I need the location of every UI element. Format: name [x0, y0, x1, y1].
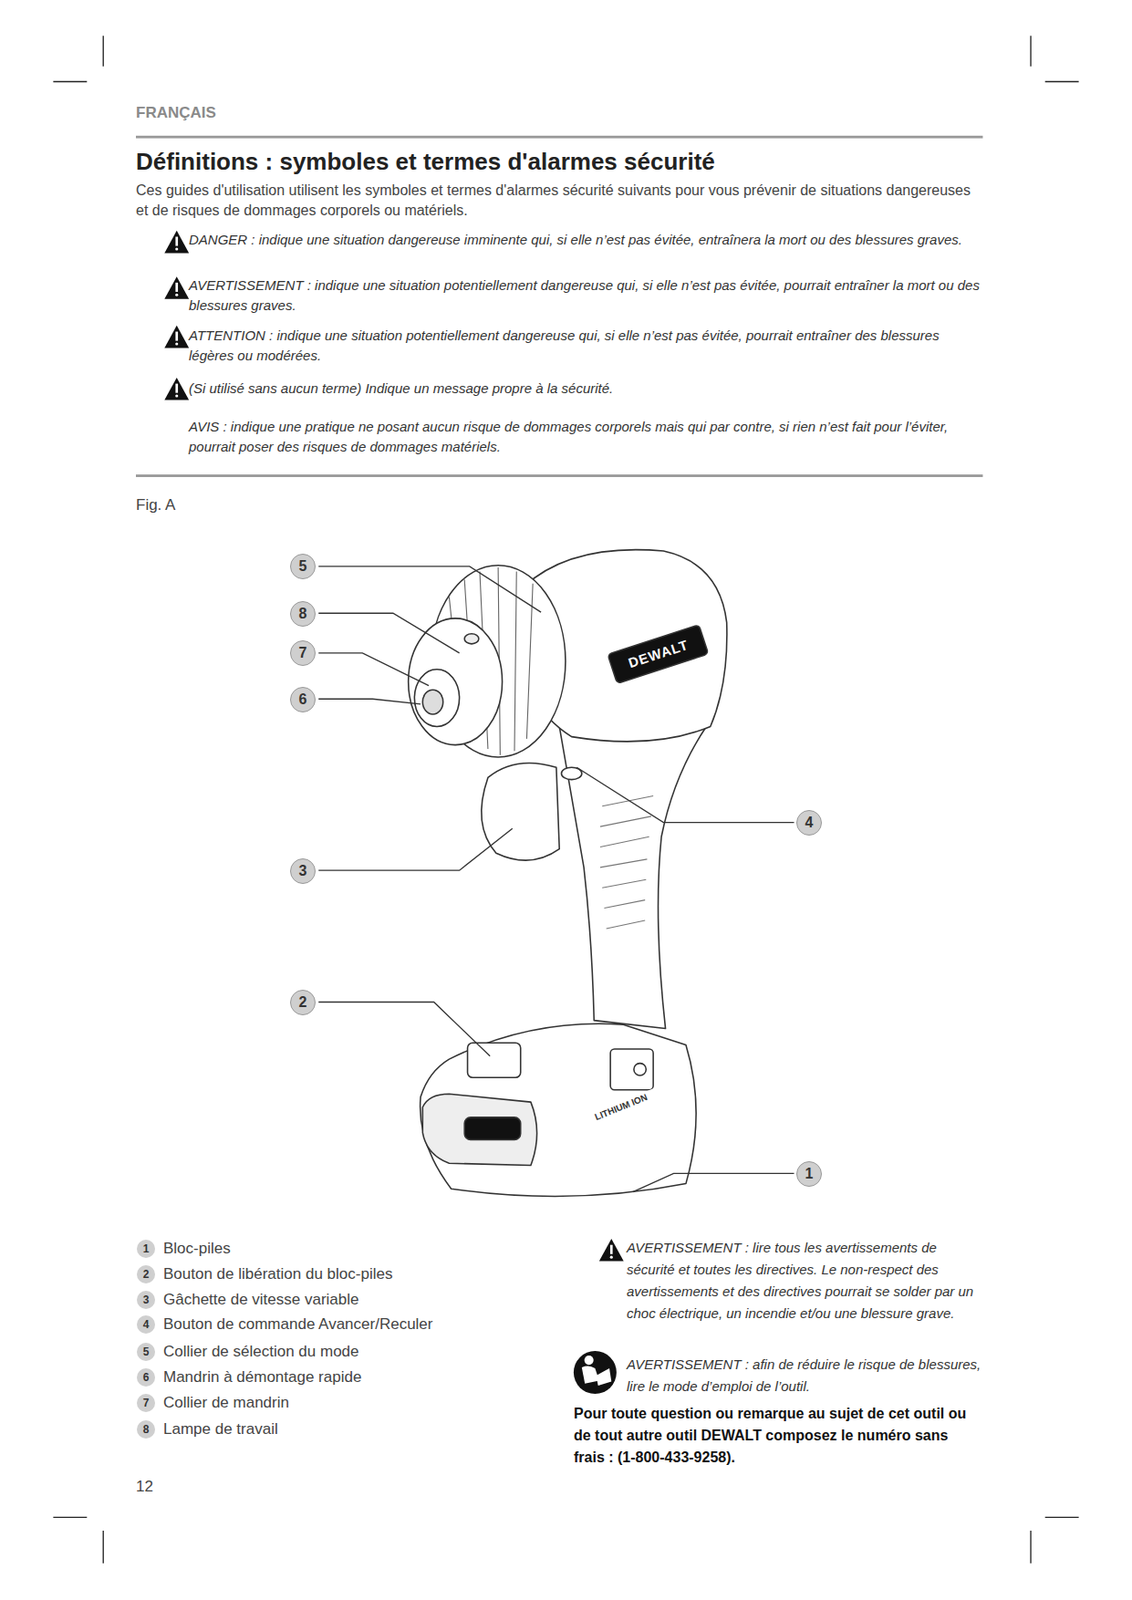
part-name: Collier de mandrin — [163, 1392, 547, 1413]
part-name: Bouton de libération du bloc-piles — [163, 1264, 547, 1285]
intro-text: Ces guides d'utilisation utilisent les s… — [135, 180, 983, 221]
list-number: 2 — [136, 1265, 156, 1284]
leader-lines — [318, 566, 794, 1193]
warning-text: AVERTISSEMENT : afin de réduire le risqu… — [626, 1353, 985, 1398]
callout-number: 5 — [290, 553, 316, 580]
list-number: 3 — [136, 1290, 156, 1309]
contact-text: Pour toute question ou remarque au sujet… — [573, 1402, 983, 1469]
list-number: 4 — [136, 1315, 156, 1334]
callout-number: 2 — [290, 989, 316, 1016]
crop-marks — [52, 35, 1079, 1564]
part-name: Bouton de commande Avancer/Reculer — [163, 1314, 547, 1335]
signal-definition: AVIS : indique une pratique ne posant au… — [188, 416, 983, 457]
list-number: 8 — [136, 1420, 156, 1439]
list-number: 5 — [136, 1342, 156, 1361]
signal-definition: AVERTISSEMENT : indique une situation po… — [188, 275, 983, 316]
part-name: Mandrin à démontage rapide — [163, 1367, 547, 1388]
warning-text: AVERTISSEMENT : lire tous les avertissem… — [626, 1236, 985, 1325]
drill — [408, 550, 727, 1197]
page-number: 12 — [135, 1477, 154, 1496]
part-name: Collier de sélection du mode — [163, 1341, 547, 1362]
signal-definition: ATTENTION : indique une situation potent… — [188, 325, 983, 366]
page-title: Définitions : symboles et termes d'alarm… — [135, 147, 985, 176]
section-language: FRANÇAIS — [135, 103, 217, 123]
part-name: Gâchette de vitesse variable — [163, 1289, 547, 1310]
signal-definition: DANGER : indique une situation dangereus… — [188, 229, 983, 250]
list-number: 1 — [136, 1239, 156, 1258]
part-name: Bloc-piles — [163, 1238, 547, 1259]
callout-number: 8 — [290, 601, 316, 627]
callout-number: 6 — [290, 686, 316, 713]
callout-number: 4 — [796, 810, 822, 836]
callout-number: 7 — [290, 640, 316, 666]
list-number: 6 — [136, 1368, 156, 1387]
callout-number: 3 — [290, 858, 316, 884]
signal-definition: (Si utilisé sans aucun terme) Indique un… — [188, 378, 983, 399]
rule — [135, 135, 983, 139]
rule — [135, 474, 983, 478]
figure-label: Fig. A — [135, 496, 176, 515]
callout-number: 1 — [796, 1161, 822, 1187]
manual-icon — [573, 1350, 617, 1394]
list-number: 7 — [136, 1393, 156, 1413]
part-name: Lampe de travail — [163, 1419, 547, 1440]
